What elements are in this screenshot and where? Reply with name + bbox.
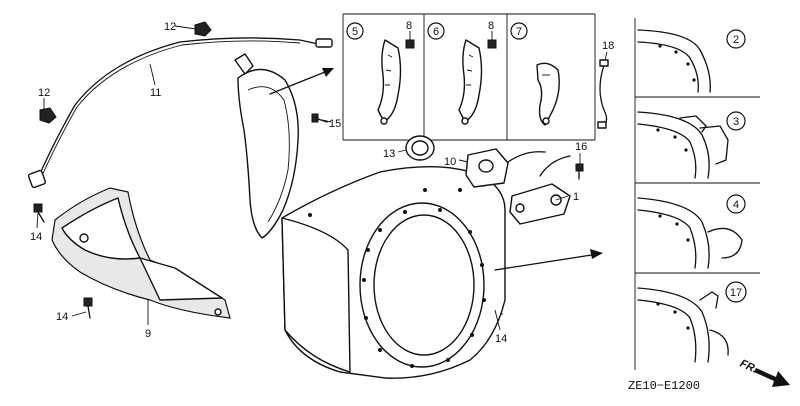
variant-badge-7: 7 xyxy=(510,22,528,40)
callout-10: 10 xyxy=(444,156,456,168)
svg-text:3: 3 xyxy=(733,116,739,128)
front-arrow-icon xyxy=(754,368,790,387)
callout-12-left: 12 xyxy=(38,87,50,99)
starter-guard-variant-7 xyxy=(536,62,560,126)
svg-text:7: 7 xyxy=(516,26,522,38)
lower-shroud xyxy=(51,187,231,319)
diagram-code: ZE10−E1200 xyxy=(628,379,700,393)
fan-cover xyxy=(281,165,506,379)
bolt-16 xyxy=(575,163,584,180)
variant-badge-4: 4 xyxy=(726,194,746,214)
variant-badge-2: 2 xyxy=(726,29,746,49)
callout-18: 18 xyxy=(602,40,614,52)
callout-16: 16 xyxy=(575,141,587,153)
arrow-to-variants xyxy=(269,68,334,95)
svg-text:17: 17 xyxy=(730,287,742,299)
starter-cover-guard xyxy=(234,53,299,239)
callout-14-right: 14 xyxy=(495,333,507,345)
bolt-14-lower xyxy=(83,297,93,319)
cable-assembly xyxy=(27,21,333,189)
detail-panel-3 xyxy=(637,111,729,179)
callout-9: 9 xyxy=(145,328,151,340)
callout-14-lower: 14 xyxy=(56,311,68,323)
callout-8-variant5: 8 xyxy=(406,20,412,32)
svg-text:2: 2 xyxy=(733,34,739,46)
variant-badge-5: 5 xyxy=(346,22,364,40)
variant-badge-17: 17 xyxy=(725,281,747,303)
callout-13: 13 xyxy=(383,148,395,160)
variant-badge-3: 3 xyxy=(726,111,746,131)
grommet-13 xyxy=(405,135,435,161)
wire-18 xyxy=(597,59,609,129)
detail-panel-17 xyxy=(637,287,729,363)
starter-guard-variant-5 xyxy=(377,39,415,125)
callout-1: 1 xyxy=(573,191,579,203)
front-direction-mark: FR. xyxy=(738,357,790,387)
callout-14-left: 14 xyxy=(30,231,42,243)
svg-text:5: 5 xyxy=(352,26,358,38)
switch-10 xyxy=(465,148,546,188)
svg-text:6: 6 xyxy=(433,26,439,38)
bolt-15 xyxy=(311,113,328,123)
leader-lines xyxy=(36,25,608,331)
svg-text:FR.: FR. xyxy=(738,357,759,375)
detail-panel-group xyxy=(634,18,760,370)
arrow-to-details xyxy=(494,249,603,271)
callout-15: 15 xyxy=(329,118,341,130)
detail-panel-4 xyxy=(637,197,743,269)
variant-badge-6: 6 xyxy=(427,22,445,40)
bolt-14-left xyxy=(33,203,45,223)
starter-guard-variant-6 xyxy=(458,39,497,125)
unit-1 xyxy=(509,155,571,225)
svg-text:4: 4 xyxy=(733,199,739,211)
detail-panel-2 xyxy=(637,29,711,93)
callout-12-top: 12 xyxy=(164,21,176,33)
callout-11: 11 xyxy=(150,87,161,99)
variant-frame-group xyxy=(342,13,596,141)
callout-8-variant6: 8 xyxy=(488,20,494,32)
